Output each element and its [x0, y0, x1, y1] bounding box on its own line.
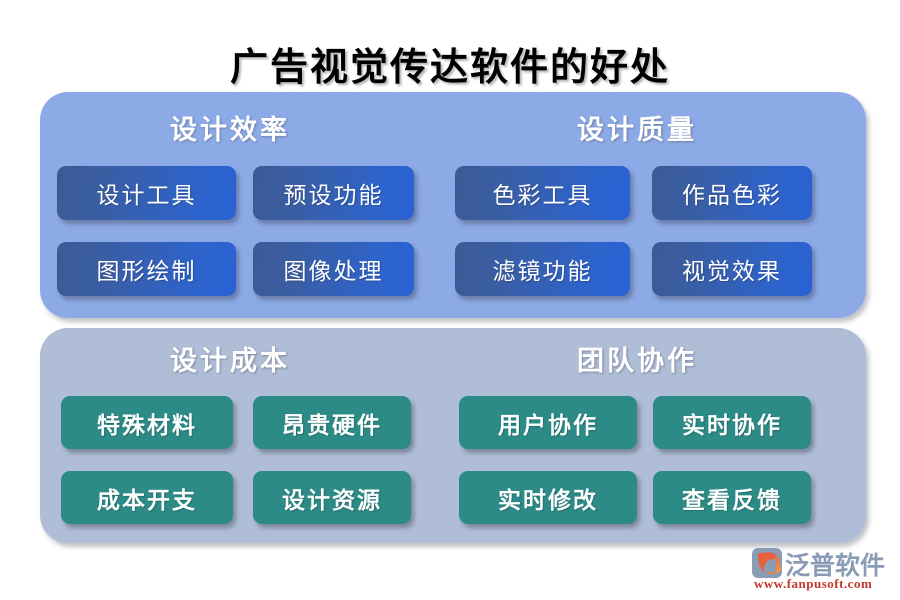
- item-box-graphic-drawing[interactable]: 图形绘制: [57, 242, 236, 296]
- group-header-design-cost: 设计成本: [170, 346, 290, 376]
- page-title: 广告视觉传达软件的好处: [229, 47, 670, 89]
- item-box-cost-expenditure[interactable]: 成本开支: [61, 471, 233, 524]
- item-box-view-feedback[interactable]: 查看反馈: [653, 471, 811, 524]
- group-header-design-efficiency: 设计效率: [170, 115, 290, 145]
- item-box-design-resources[interactable]: 设计资源: [253, 471, 411, 524]
- item-box-visual-effects[interactable]: 视觉效果: [652, 242, 812, 296]
- item-box-preset-function[interactable]: 预设功能: [253, 166, 414, 220]
- item-box-special-materials[interactable]: 特殊材料: [61, 396, 233, 449]
- group-header-design-quality: 设计质量: [577, 115, 697, 145]
- watermark-logo: 泛普软件 www.fanpusoft.com: [752, 546, 892, 594]
- brand-name: 泛普软件: [785, 553, 886, 580]
- item-box-filter-function[interactable]: 滤镜功能: [455, 242, 630, 296]
- item-box-artwork-color[interactable]: 作品色彩: [652, 166, 812, 220]
- item-box-expensive-hardware[interactable]: 昂贵硬件: [253, 396, 411, 449]
- group-header-team-collaboration: 团队协作: [577, 346, 697, 376]
- item-box-realtime-edit[interactable]: 实时修改: [459, 471, 637, 524]
- swoosh-cutout-icon: [764, 559, 776, 572]
- item-box-design-tools[interactable]: 设计工具: [57, 166, 236, 220]
- item-box-user-collaboration[interactable]: 用户协作: [459, 396, 637, 449]
- item-box-realtime-collaboration[interactable]: 实时协作: [653, 396, 811, 449]
- item-box-image-processing[interactable]: 图像处理: [253, 242, 414, 296]
- item-box-color-tools[interactable]: 色彩工具: [455, 166, 630, 220]
- brand-url: www.fanpusoft.com: [754, 576, 873, 591]
- fanpu-swoosh-logo-icon: [752, 548, 782, 578]
